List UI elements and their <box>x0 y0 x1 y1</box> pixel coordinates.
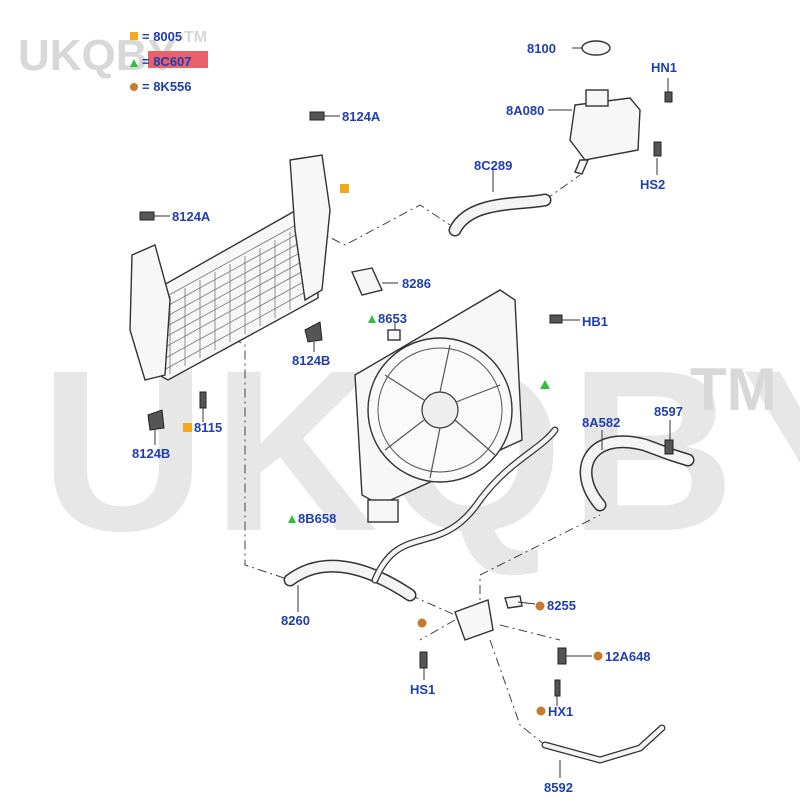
part-labels: 8100 HN1 8A080 HS2 8C289 8124A 8124A 828… <box>132 41 683 795</box>
bolt-hx1 <box>554 679 561 697</box>
label-12a648: 12A648 <box>605 649 651 664</box>
radiator <box>129 154 331 381</box>
triangle-marker-shroud <box>540 380 550 389</box>
bracket-left <box>139 211 155 221</box>
mount-8124b-b <box>147 409 165 431</box>
label-8124a-left: 8124A <box>172 209 211 224</box>
legend-square-symbol <box>130 32 138 40</box>
watermark-tm: TM <box>690 356 777 423</box>
label-8255: 8255 <box>547 598 576 613</box>
reservoir <box>569 40 641 175</box>
label-8a080: 8A080 <box>506 103 544 118</box>
label-8592: 8592 <box>544 780 573 795</box>
leader-lines <box>154 47 671 778</box>
legend-triangle-symbol <box>130 59 138 67</box>
label-8a582: 8A582 <box>582 415 620 430</box>
housing <box>454 599 494 641</box>
legend-item-square: = 8005 <box>142 29 182 44</box>
label-8286: 8286 <box>402 276 431 291</box>
square-marker-8115 <box>183 423 192 432</box>
label-8124a-top: 8124A <box>342 109 381 124</box>
bracket-top <box>309 111 325 121</box>
connector-8286 <box>351 267 383 296</box>
legend-highlight <box>148 51 208 68</box>
triangle-marker-8b658 <box>288 515 296 523</box>
bolt-hb1 <box>549 314 563 324</box>
bolt-hs2 <box>653 141 662 157</box>
label-8260: 8260 <box>281 613 310 628</box>
callout-symbols <box>183 184 603 716</box>
square-marker-radiator <box>340 184 349 193</box>
cap <box>581 40 611 56</box>
label-8100: 8100 <box>527 41 556 56</box>
bolt-hs1 <box>419 651 428 669</box>
bolt-hn1 <box>664 91 673 103</box>
label-8653: 8653 <box>378 311 407 326</box>
label-8115: 8115 <box>194 420 222 435</box>
circle-marker-8255 <box>535 601 545 611</box>
clamp-8255 <box>504 595 523 609</box>
resistor-8b658 <box>367 499 399 523</box>
circle-marker-housing <box>417 618 427 628</box>
triangle-marker-8653 <box>368 315 376 323</box>
watermark-corner-tm: TM <box>184 29 207 46</box>
fan-shroud <box>354 289 523 506</box>
sensor-8653 <box>387 329 401 341</box>
label-hs2: HS2 <box>640 177 665 192</box>
label-hn1: HN1 <box>651 60 677 75</box>
circle-marker-hx1 <box>536 706 546 716</box>
label-8124b-b: 8124B <box>132 446 170 461</box>
label-8597: 8597 <box>654 404 683 419</box>
sensor-12a648 <box>557 647 567 665</box>
legend-item-circle: = 8K556 <box>142 79 192 94</box>
legend: = 8005 = 8C607 = 8K556 <box>130 29 208 94</box>
small-parts <box>139 91 674 697</box>
label-hs1: HS1 <box>410 682 435 697</box>
label-hx1: HX1 <box>548 704 573 719</box>
label-8124b-a: 8124B <box>292 353 330 368</box>
bolt-8115 <box>199 391 207 409</box>
clip-8597 <box>664 439 674 455</box>
circle-marker-12a648 <box>593 651 603 661</box>
label-hb1: HB1 <box>582 314 608 329</box>
mount-8124b-a <box>304 321 323 343</box>
legend-circle-symbol <box>130 83 138 91</box>
label-8b658: 8B658 <box>298 511 336 526</box>
legend-item-triangle: = 8C607 <box>142 54 192 69</box>
label-8c289: 8C289 <box>474 158 512 173</box>
hoses <box>283 193 695 764</box>
